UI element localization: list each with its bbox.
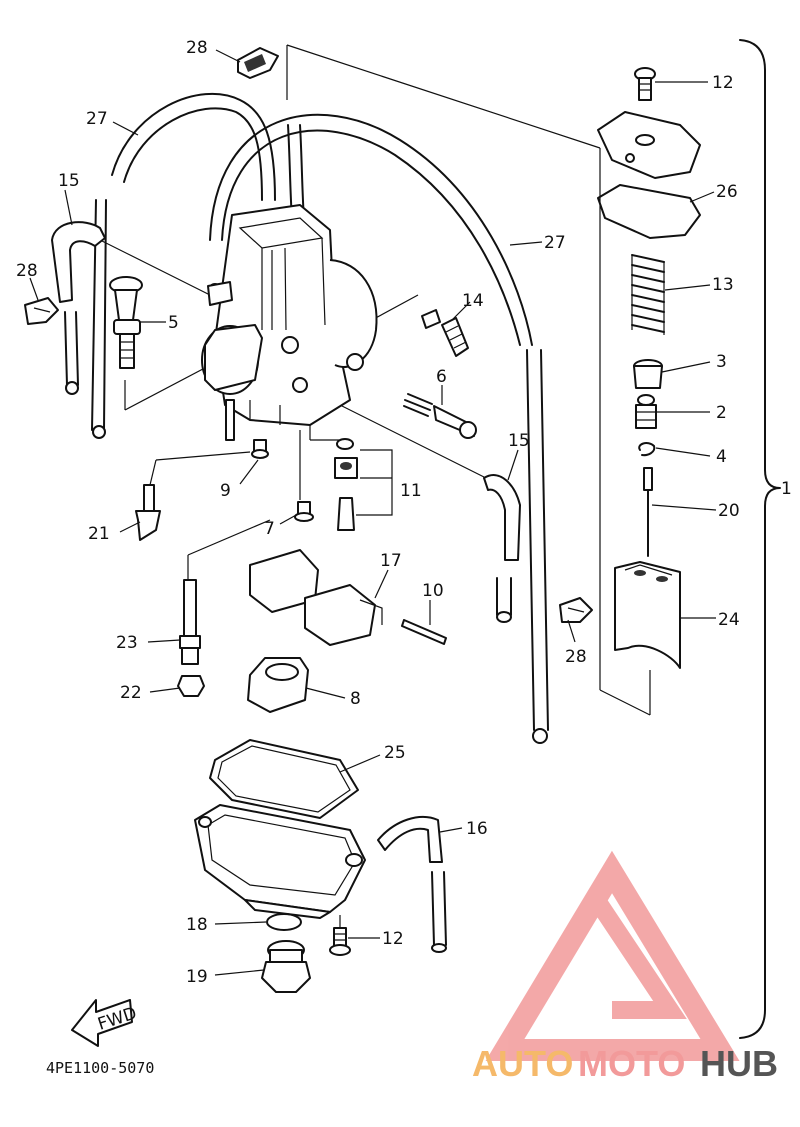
part-9-screw	[251, 439, 269, 459]
part-12-screw-top	[634, 67, 656, 101]
callout-8: 8	[350, 689, 361, 709]
part-11-parts	[334, 438, 393, 531]
callout-2: 2	[716, 403, 727, 423]
part-21-jet	[135, 484, 161, 541]
callout-7: 7	[264, 519, 275, 539]
part-4-clip	[638, 442, 656, 457]
part-24-throttle-valve	[614, 561, 681, 669]
automotohub-logo	[485, 850, 740, 1061]
part-5-plunger	[109, 276, 143, 369]
watermark-hub: HUB	[700, 1043, 778, 1084]
fwd-arrow	[71, 999, 133, 1047]
callout-28-right: 28	[565, 647, 587, 667]
clip-28-left	[24, 297, 59, 325]
callout-25: 25	[384, 743, 406, 763]
callout-leaders	[29, 49, 717, 976]
callout-24: 24	[718, 610, 740, 630]
part-12-screw-lower	[329, 927, 351, 956]
callout-17: 17	[380, 551, 402, 571]
top-cap	[597, 111, 701, 179]
callout-11: 11	[400, 481, 422, 501]
part-6-screw	[403, 393, 477, 439]
callout-6: 6	[436, 367, 447, 387]
callout-26: 26	[716, 182, 738, 202]
callout-12-top: 12	[712, 73, 734, 93]
clip-28-right	[559, 597, 593, 623]
part-3-seat	[633, 359, 663, 389]
part-13-spring	[631, 254, 665, 335]
float-bowl	[194, 804, 366, 919]
callout-15-right: 15	[508, 431, 530, 451]
callout-15-left: 15	[58, 171, 80, 191]
clip-28-top	[237, 47, 279, 79]
watermark-auto: AUTO	[472, 1043, 573, 1084]
part-22-main-jet	[177, 675, 205, 697]
hose-15-left	[51, 221, 106, 395]
fwd-label: FWD	[95, 1003, 139, 1034]
callout-1: 1	[781, 479, 792, 499]
part-18-oring	[266, 913, 302, 931]
callout-14: 14	[462, 291, 484, 311]
callout-5: 5	[168, 313, 179, 333]
callout-16: 16	[466, 819, 488, 839]
part-2-holder	[635, 394, 657, 429]
callout-10: 10	[422, 581, 444, 601]
callout-3: 3	[716, 352, 727, 372]
part-16-hose	[377, 815, 447, 953]
callout-9: 9	[220, 481, 231, 501]
callout-28-left: 28	[16, 261, 38, 281]
part-20-needle	[643, 467, 653, 557]
part-17-float	[249, 549, 383, 646]
callout-28-top: 28	[186, 38, 208, 58]
callout-4: 4	[716, 447, 727, 467]
part-26-gasket	[597, 184, 701, 239]
carburetor-body	[201, 204, 378, 441]
part-19-plug	[261, 940, 311, 993]
part-10-pin	[401, 619, 447, 645]
drawing-code: 4PE1100-5070	[46, 1059, 154, 1077]
callout-13: 13	[712, 275, 734, 295]
callout-21: 21	[88, 524, 110, 544]
part-23-needle-jet	[179, 579, 201, 665]
part-25-gasket	[209, 739, 359, 819]
callout-23: 23	[116, 633, 138, 653]
callout-27-right: 27	[544, 233, 566, 253]
part-14-screw	[421, 309, 469, 357]
group-bracket	[739, 39, 781, 1039]
callout-19: 19	[186, 967, 208, 987]
callout-12-lower: 12	[382, 929, 404, 949]
callout-27-left: 27	[86, 109, 108, 129]
hose-27-right	[209, 113, 549, 744]
callout-18: 18	[186, 915, 208, 935]
callout-20: 20	[718, 501, 740, 521]
callout-22: 22	[120, 683, 142, 703]
watermark-moto: MOTO	[578, 1043, 685, 1084]
hose-15-right	[483, 474, 521, 623]
part-8-baffle	[247, 657, 309, 713]
part-7-screw	[294, 501, 314, 522]
leader-lines	[99, 44, 651, 930]
